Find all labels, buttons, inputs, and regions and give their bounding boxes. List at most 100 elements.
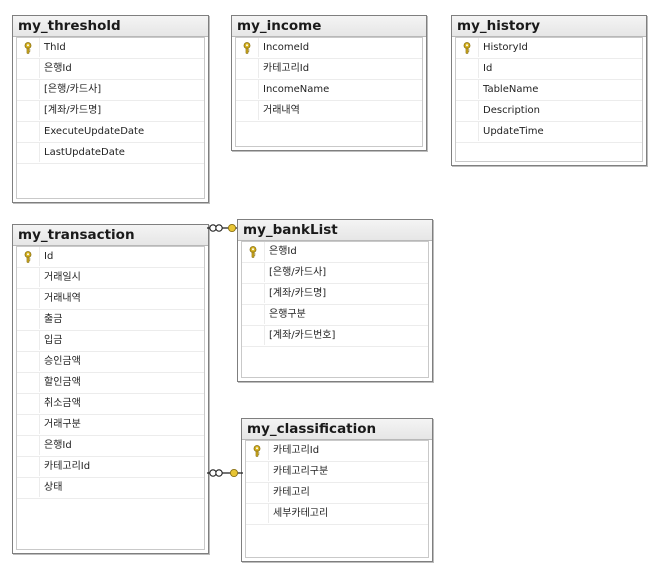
- column-name: 은행Id: [44, 63, 72, 74]
- column-name: 거래일시: [44, 272, 81, 283]
- column-name: IncomeName: [263, 84, 330, 95]
- column-row[interactable]: 승인금액: [17, 352, 204, 373]
- key-cell: [17, 80, 40, 99]
- column-row[interactable]: UpdateTime: [456, 122, 642, 143]
- column-row[interactable]: 거래구분: [17, 415, 204, 436]
- column-row[interactable]: 거래내역: [236, 101, 422, 122]
- column-name: [계좌/카드명]: [44, 105, 102, 116]
- column-name: 입금: [44, 335, 63, 346]
- column-row[interactable]: 은행Id: [17, 436, 204, 457]
- relationship-transaction-banklist[interactable]: [207, 220, 241, 236]
- column-name: UpdateTime: [483, 126, 544, 137]
- key-cell: [236, 101, 259, 120]
- primary-key-icon: [249, 246, 257, 258]
- relationship-transaction-classification[interactable]: [207, 465, 245, 481]
- key-cell: [17, 331, 40, 350]
- table-title[interactable]: my_transaction: [13, 225, 208, 246]
- column-row[interactable]: [계좌/카드명]: [17, 101, 204, 122]
- column-row[interactable]: 카테고리Id: [236, 59, 422, 80]
- column-row[interactable]: [은행/카드사]: [17, 80, 204, 101]
- table-title[interactable]: my_bankList: [238, 220, 432, 241]
- primary-key-icon: [24, 251, 32, 263]
- column-row[interactable]: 카테고리구분: [246, 462, 428, 483]
- table-title[interactable]: my_income: [232, 16, 426, 37]
- column-row[interactable]: 카테고리: [246, 483, 428, 504]
- column-list: ThId 은행Id [은행/카드사] [계좌/카드명] ExecuteUpdateDat…: [16, 37, 205, 199]
- column-row[interactable]: TableName: [456, 80, 642, 101]
- column-row[interactable]: 입금: [17, 331, 204, 352]
- column-row[interactable]: 카테고리Id: [246, 441, 428, 462]
- one-end-key-icon: [227, 223, 237, 233]
- column-name: [은행/카드사]: [44, 84, 102, 95]
- table-my-banklist[interactable]: my_bankList 은행Id [은행/카드사] [계좌/카드명] 은행구분 [계좌/카…: [237, 219, 433, 382]
- column-row[interactable]: Description: [456, 101, 642, 122]
- key-cell: [17, 310, 40, 329]
- column-row[interactable]: [계좌/카드번호]: [242, 326, 428, 347]
- many-end-icon: [209, 469, 223, 477]
- column-name: 카테고리Id: [273, 445, 320, 456]
- key-cell: [17, 143, 40, 162]
- primary-key-icon: [243, 42, 251, 54]
- column-name: 은행Id: [44, 440, 72, 451]
- column-row[interactable]: Id: [456, 59, 642, 80]
- column-row[interactable]: [은행/카드사]: [242, 263, 428, 284]
- column-name: HistoryId: [483, 42, 528, 53]
- column-row[interactable]: 은행Id: [17, 59, 204, 80]
- column-row[interactable]: Id: [17, 247, 204, 268]
- column-name: 세부카테고리: [273, 508, 329, 519]
- table-title[interactable]: my_classification: [242, 419, 432, 440]
- key-cell: [17, 101, 40, 120]
- column-name: IncomeId: [263, 42, 310, 53]
- key-cell: [17, 373, 40, 392]
- key-cell: [17, 352, 40, 371]
- table-title[interactable]: my_threshold: [13, 16, 208, 37]
- column-row[interactable]: 은행구분: [242, 305, 428, 326]
- key-cell: [242, 263, 265, 282]
- column-name: TableName: [483, 84, 539, 95]
- key-cell: [242, 326, 265, 345]
- column-row[interactable]: 거래일시: [17, 268, 204, 289]
- key-cell: [242, 284, 265, 303]
- column-name: [계좌/카드번호]: [269, 330, 336, 341]
- column-row[interactable]: LastUpdateDate: [17, 143, 204, 164]
- column-row[interactable]: ExecuteUpdateDate: [17, 122, 204, 143]
- column-row[interactable]: 할인금액: [17, 373, 204, 394]
- column-row[interactable]: HistoryId: [456, 38, 642, 59]
- column-row[interactable]: [계좌/카드명]: [242, 284, 428, 305]
- key-cell: [17, 415, 40, 434]
- column-row[interactable]: 세부카테고리: [246, 504, 428, 525]
- key-cell: [242, 242, 265, 261]
- column-row[interactable]: 출금: [17, 310, 204, 331]
- column-row[interactable]: IncomeName: [236, 80, 422, 101]
- key-cell: [17, 289, 40, 308]
- column-name: 승인금액: [44, 356, 81, 367]
- column-name: 할인금액: [44, 377, 81, 388]
- table-title[interactable]: my_history: [452, 16, 646, 37]
- key-cell: [17, 268, 40, 287]
- column-name: 취소금액: [44, 398, 81, 409]
- key-cell: [456, 59, 479, 78]
- primary-key-icon: [253, 445, 261, 457]
- column-row[interactable]: 상태: [17, 478, 204, 499]
- column-row[interactable]: 거래내역: [17, 289, 204, 310]
- column-name: 은행Id: [269, 246, 297, 257]
- column-name: ExecuteUpdateDate: [44, 126, 145, 137]
- key-cell: [236, 59, 259, 78]
- column-row[interactable]: 취소금액: [17, 394, 204, 415]
- column-name: ThId: [44, 42, 66, 53]
- key-cell: [17, 59, 40, 78]
- column-row[interactable]: ThId: [17, 38, 204, 59]
- column-row[interactable]: 은행Id: [242, 242, 428, 263]
- column-row[interactable]: IncomeId: [236, 38, 422, 59]
- key-cell: [456, 38, 479, 57]
- column-row[interactable]: 카테고리Id: [17, 457, 204, 478]
- column-name: [계좌/카드명]: [269, 288, 327, 299]
- column-name: Id: [483, 63, 493, 74]
- primary-key-icon: [463, 42, 471, 54]
